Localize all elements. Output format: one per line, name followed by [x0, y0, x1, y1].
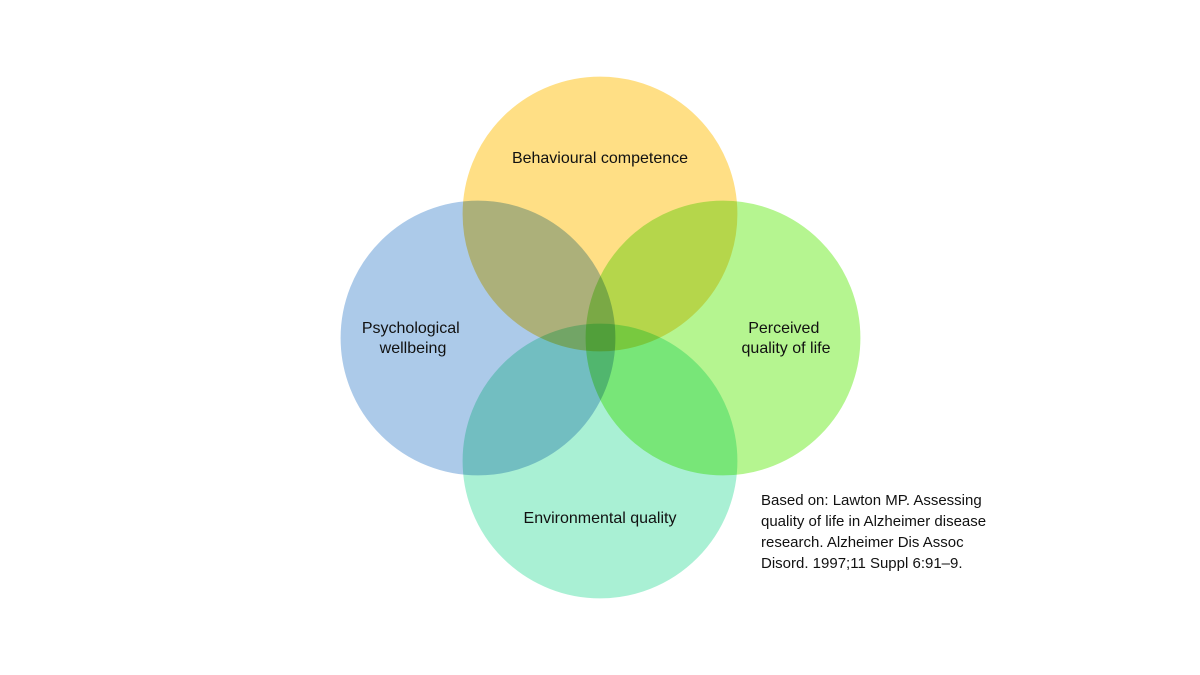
behavioural-competence-label: Behavioural competence	[512, 150, 688, 167]
citation-line-1: Based on: Lawton MP. Assessing	[761, 492, 982, 509]
citation-line-3: research. Alzheimer Dis Assoc	[761, 534, 964, 551]
psychological-wellbeing-label-line-1: Psychological	[362, 320, 460, 337]
psychological-wellbeing-label: Psychological wellbeing	[362, 320, 464, 357]
citation-line-4: Disord. 1997;11 Suppl 6:91–9.	[761, 555, 963, 572]
circles-group	[339, 75, 862, 600]
citation-text: Based on: Lawton MP. Assessing quality o…	[761, 490, 1061, 574]
perceived-quality-of-life-label-line-2: quality of life	[742, 340, 831, 357]
perceived-quality-of-life-label: Perceived quality of life	[742, 320, 831, 357]
perceived-quality-of-life-label-line-1: Perceived	[748, 320, 819, 337]
citation-line-2: quality of life in Alzheimer disease	[761, 513, 987, 530]
environmental-quality-circle	[461, 322, 739, 600]
environmental-quality-label: Environmental quality	[524, 510, 677, 527]
psychological-wellbeing-label-line-2: wellbeing	[379, 340, 447, 357]
